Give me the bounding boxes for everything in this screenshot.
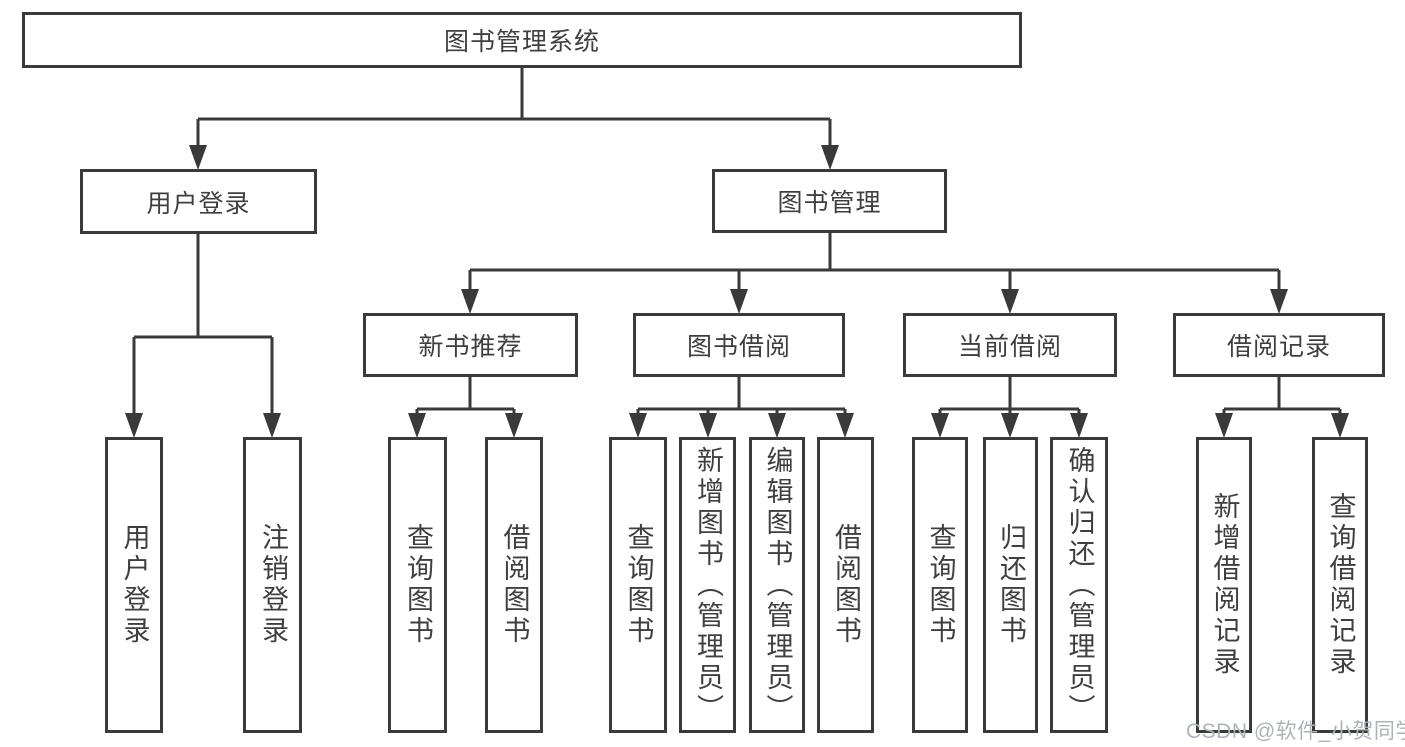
leaf-borrow-books-borrow: 借阅图书	[817, 437, 874, 733]
node-borrow-records: 借阅记录	[1173, 313, 1385, 377]
node-current-borrow-label: 当前借阅	[957, 333, 1062, 361]
leaf-logout: 注销登录	[243, 437, 302, 733]
leaf-user-login: 用户登录	[105, 437, 163, 733]
node-book-borrow-label: 图书借阅	[686, 333, 791, 361]
leaf-query-books-borrow-label: 查询图书	[623, 523, 654, 647]
leaf-confirm-return-admin: 确认归还（管理员）	[1050, 437, 1108, 733]
leaf-borrow-books-recommend: 借阅图书	[485, 437, 543, 733]
node-new-book-recommend-label: 新书推荐	[418, 333, 523, 361]
leaf-return-book: 归还图书	[983, 437, 1038, 733]
leaf-return-book-label: 归还图书	[996, 523, 1026, 647]
leaf-query-borrow-record-label: 查询借阅记录	[1325, 492, 1356, 678]
node-book-management-label: 图书管理	[777, 189, 882, 217]
leaf-add-borrow-record: 新增借阅记录	[1196, 437, 1252, 733]
node-book-borrow: 图书借阅	[633, 313, 845, 377]
leaf-query-borrow-record: 查询借阅记录	[1312, 437, 1368, 733]
leaf-edit-book-admin: 编辑图书（管理员）	[749, 437, 805, 733]
node-user-login: 用户登录	[80, 169, 317, 234]
leaf-add-book-admin-label: 新增图书（管理员）	[693, 445, 723, 725]
leaf-query-books-recommend-label: 查询图书	[403, 523, 433, 647]
node-current-borrow: 当前借阅	[903, 313, 1117, 377]
leaf-query-books-current-label: 查询图书	[925, 523, 956, 647]
node-user-login-label: 用户登录	[146, 189, 251, 218]
leaf-add-borrow-record-label: 新增借阅记录	[1209, 492, 1240, 678]
node-borrow-records-label: 借阅记录	[1226, 333, 1331, 361]
leaf-edit-book-admin-label: 编辑图书（管理员）	[762, 445, 793, 725]
csdn-watermark: CSDN @软件_小贺同学	[1186, 720, 1405, 743]
node-new-book-recommend: 新书推荐	[363, 313, 578, 377]
leaf-query-books-borrow: 查询图书	[609, 437, 667, 733]
leaf-user-login-label: 用户登录	[119, 523, 150, 647]
leaf-confirm-return-admin-label: 确认归还（管理员）	[1064, 445, 1095, 725]
node-root-label: 图书管理系统	[443, 28, 600, 56]
node-root: 图书管理系统	[22, 12, 1022, 68]
leaf-borrow-books-recommend-label: 借阅图书	[499, 523, 530, 647]
leaf-query-books-recommend: 查询图书	[388, 437, 447, 733]
leaf-query-books-current: 查询图书	[912, 437, 968, 733]
leaf-borrow-books-borrow-label: 借阅图书	[831, 523, 861, 647]
node-book-management: 图书管理	[712, 169, 947, 233]
leaf-add-book-admin: 新增图书（管理员）	[679, 437, 736, 733]
leaf-logout-label: 注销登录	[258, 523, 288, 647]
